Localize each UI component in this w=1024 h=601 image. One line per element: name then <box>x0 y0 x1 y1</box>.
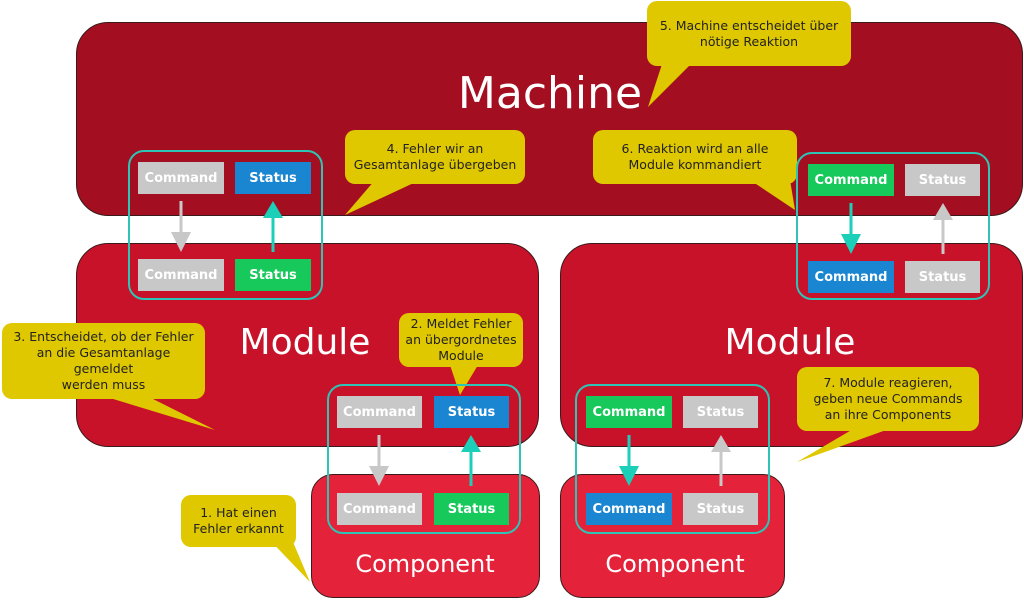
command-chip: Command <box>808 164 894 196</box>
status-chip: Status <box>235 162 311 194</box>
callout-step-4: 4. Fehler wir an Gesamtanlage übergeben <box>345 130 525 184</box>
status-chip: Status <box>905 164 980 196</box>
module-title-left: Module <box>239 322 371 363</box>
callout-step-1: 1. Hat einen Fehler erkannt <box>181 495 296 547</box>
status-chip: Status <box>434 493 509 525</box>
interface-module-component-right <box>575 384 770 534</box>
interface-machine-module-right <box>796 152 990 300</box>
component-title-left: Component <box>355 550 495 578</box>
callout-step-2: 2. Meldet Fehler an übergordnetes Module <box>399 313 523 367</box>
callout-step-5: 5. Machine entscheidet über nötige Reakt… <box>647 1 851 66</box>
command-chip: Command <box>586 396 672 428</box>
status-chip: Status <box>683 493 758 525</box>
status-chip: Status <box>434 396 509 428</box>
machine-title: Machine <box>457 68 643 119</box>
command-chip: Command <box>337 493 422 525</box>
status-chip: Status <box>235 259 311 291</box>
status-chip: Status <box>683 396 758 428</box>
component-title-right: Component <box>605 550 745 578</box>
command-chip: Command <box>586 493 672 525</box>
callout-step-6: 6. Reaktion wird an alle Module kommandi… <box>593 130 797 184</box>
interface-machine-module-left <box>128 150 323 300</box>
callout-step-3: 3. Entscheidet, ob der Fehler an die Ges… <box>2 323 205 399</box>
command-chip: Command <box>337 396 422 428</box>
callout-step-7: 7. Module reagieren, geben neue Commands… <box>797 367 979 431</box>
command-chip: Command <box>138 162 224 194</box>
command-chip: Command <box>138 259 224 291</box>
command-chip: Command <box>808 261 894 293</box>
module-title-right: Module <box>724 322 856 363</box>
interface-module-component-left <box>327 384 521 534</box>
status-chip: Status <box>905 261 980 293</box>
